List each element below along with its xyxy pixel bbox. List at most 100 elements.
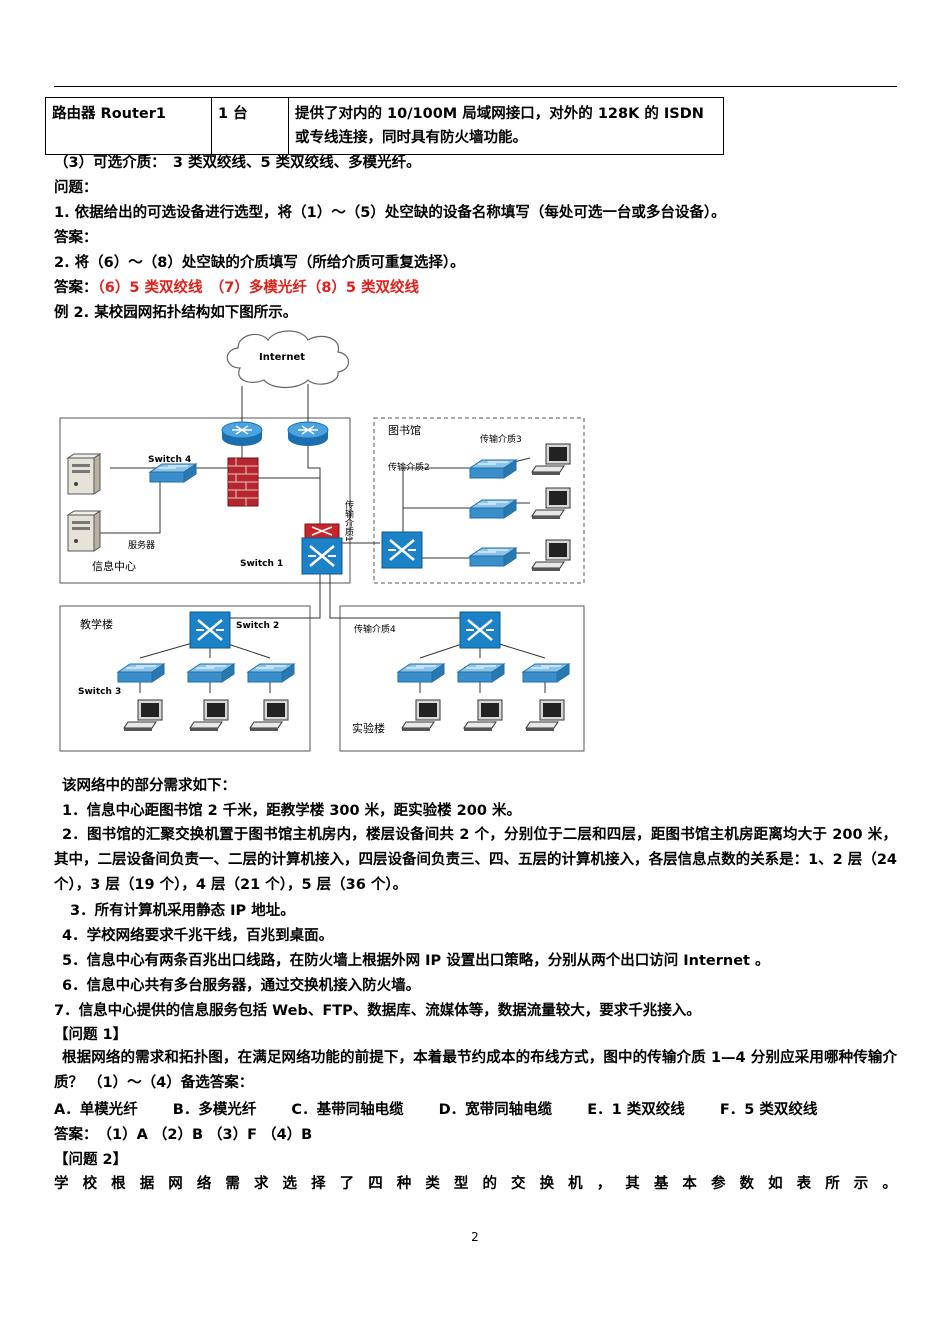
switch-icon: [522, 663, 570, 683]
library-core-switch-icon: [380, 530, 424, 570]
problem-2-char: 本: [682, 1176, 697, 1192]
requirement-3: 3．所有计算机采用静态 IP 地址。: [70, 903, 295, 919]
problem-1-answer: 答案： （1）A （2）B （3）F （4）B: [54, 1127, 313, 1143]
problem-2-char: 机: [568, 1176, 583, 1192]
medium-4-label: 传输介质4: [354, 623, 396, 635]
problem-2-char: 数: [739, 1176, 755, 1192]
server-label: 服务器: [128, 539, 155, 551]
problem-2-char: ，: [596, 1176, 612, 1192]
problem-2-char: 学: [54, 1176, 69, 1192]
problem-1-heading: 【问题 1】: [54, 1027, 128, 1043]
pc-icon: [249, 699, 289, 732]
problem-2-heading: 【问题 2】: [54, 1152, 128, 1168]
teaching-label: 教学楼: [80, 617, 113, 631]
firewall-icon: [227, 457, 259, 507]
teaching-box: [59, 605, 311, 752]
requirements-intro: 该网络中的部分需求如下：: [62, 778, 236, 794]
switch-icon: [469, 459, 517, 479]
problem-2-char: 表: [796, 1176, 812, 1192]
page-number: 2: [471, 1230, 479, 1244]
switch-icon: [469, 547, 517, 567]
switch-icon: [187, 663, 235, 683]
problem-2-char: 的: [482, 1176, 497, 1192]
problem-2-char: 参: [710, 1176, 726, 1192]
internet-cloud: Internet: [226, 330, 350, 389]
problem-2-char: 选: [282, 1176, 298, 1192]
pc-icon: [123, 699, 163, 732]
server-icon: [67, 453, 101, 495]
problem-2-char: 交: [511, 1176, 526, 1192]
problem-2-char: 所: [825, 1176, 840, 1192]
options-line: A．单模光纤 B．多模光纤 C．基带同轴电缆 D．宽带同轴电缆 E．1 类双绞线…: [54, 1100, 847, 1120]
lab-label: 实验楼: [352, 721, 385, 735]
requirement-2: 2．图书馆的汇聚交换机置于图书馆主机房内，楼层设备间共 2 个，分别位于二层和四…: [54, 827, 897, 893]
pc-icon: [531, 539, 571, 572]
problem-2-char: 其: [625, 1176, 640, 1192]
option-c: C．基带同轴电缆: [291, 1102, 404, 1118]
question-1: 1. 依据给出的可选设备进行选型，将（1）～（5）处空缺的设备名称填写（每处可选…: [54, 205, 726, 221]
requirement-6: 6．信息中心共有多台服务器，通过交换机接入防火墙。: [62, 978, 421, 994]
problem-2-char: 根: [111, 1176, 126, 1192]
media-line: （3）可选介质： 3 类双绞线、5 类双绞线、多模光纤。: [54, 155, 421, 171]
pc-icon: [531, 487, 571, 520]
router-icon: [287, 421, 329, 447]
problem-2-char: 网: [168, 1176, 183, 1192]
problem-2-char: 四: [368, 1176, 383, 1192]
device-cell: 路由器 Router1: [45, 97, 212, 155]
requirement-7: 7．信息中心提供的信息服务包括 Web、FTP、数据库、流媒体等，数据流量较大，…: [54, 1003, 701, 1019]
medium-3-label: 传输介质3: [480, 433, 522, 445]
problem-2-char: 换: [539, 1176, 555, 1192]
requirement-4: 4．学校网络要求千兆干线，百兆到桌面。: [62, 928, 334, 944]
problem-2-char: 示: [853, 1176, 869, 1192]
links: [100, 384, 546, 693]
answer-2-prefix: 答案：: [54, 280, 98, 296]
switch-4-icon: [149, 463, 197, 483]
switch-3-label: Switch 3: [78, 687, 121, 697]
qty-cell: 1 台: [211, 97, 289, 155]
switch-icon: [117, 663, 165, 683]
switch-2-icon: [188, 610, 232, 650]
option-b: B．多模光纤: [172, 1102, 257, 1118]
answer-2: 答案：（6）5 类双绞线 （7）多模光纤（8）5 类双绞线: [54, 278, 419, 298]
header-rule: [54, 86, 897, 87]
problem-2-char: 络: [196, 1176, 212, 1192]
problem-2-char: 需: [225, 1176, 240, 1192]
switch-4-label: Switch 4: [148, 455, 191, 465]
router-icon: [221, 421, 263, 447]
answer-1-label: 答案：: [54, 230, 98, 246]
pc-icon: [525, 699, 565, 732]
problem-2-char: 基: [653, 1176, 669, 1192]
desc-line-2: 或专线连接，同时具有防火墙功能。: [295, 130, 527, 146]
option-e: E．1 类双绞线: [587, 1102, 685, 1118]
problem-2-char: 如: [768, 1176, 783, 1192]
info-center-label: 信息中心: [92, 559, 136, 573]
problem-2-char: 。: [882, 1176, 897, 1192]
question-2: 2. 将（6）～（8）处空缺的介质填写（所给介质可重复选择）。: [54, 255, 465, 271]
medium-2-label: 传输介质2: [388, 461, 430, 473]
pc-icon: [401, 699, 441, 732]
option-d: D．宽带同轴电缆: [438, 1102, 553, 1118]
option-a: A．单模光纤: [54, 1102, 138, 1118]
problem-2-char: 求: [253, 1176, 269, 1192]
problem-1-text: 根据网络的需求和拓扑图，在满足网络功能的前提下，本着最节约成本的布线方式，图中的…: [54, 1050, 897, 1091]
requirement-1: 1．信息中心距图书馆 2 千米，距教学楼 300 米，距实验楼 200 米。: [62, 803, 521, 819]
device-table: 路由器 Router1 1 台 提供了对内的 10/100M 局域网接口，对外的…: [45, 97, 724, 155]
problem-2-char: 了: [339, 1176, 355, 1192]
switch-2-label: Switch 2: [236, 621, 279, 631]
option-f: F．5 类双绞线: [719, 1102, 818, 1118]
problem-2-char: 类: [425, 1176, 440, 1192]
library-box: [373, 417, 585, 584]
switch-1-label: Switch 1: [240, 559, 283, 569]
example-title: 例 2. 某校园网拓扑结构如下图所示。: [54, 305, 298, 321]
switch-1-icon: [300, 523, 344, 576]
pc-icon: [531, 443, 571, 476]
desc-line-1: 提供了对内的 10/100M 局域网接口，对外的 128K 的 ISDN: [295, 106, 704, 122]
switch-icon: [469, 499, 517, 519]
switch-icon: [247, 663, 295, 683]
lab-box: [339, 605, 585, 752]
internet-label: Internet: [259, 352, 305, 363]
medium-1-label: 传输介质1: [343, 499, 354, 542]
lab-core-switch-icon: [458, 610, 502, 650]
problem-2-char: 型: [453, 1176, 469, 1192]
answer-2-value: （6）5 类双绞线 （7）多模光纤（8）5 类双绞线: [97, 280, 420, 296]
